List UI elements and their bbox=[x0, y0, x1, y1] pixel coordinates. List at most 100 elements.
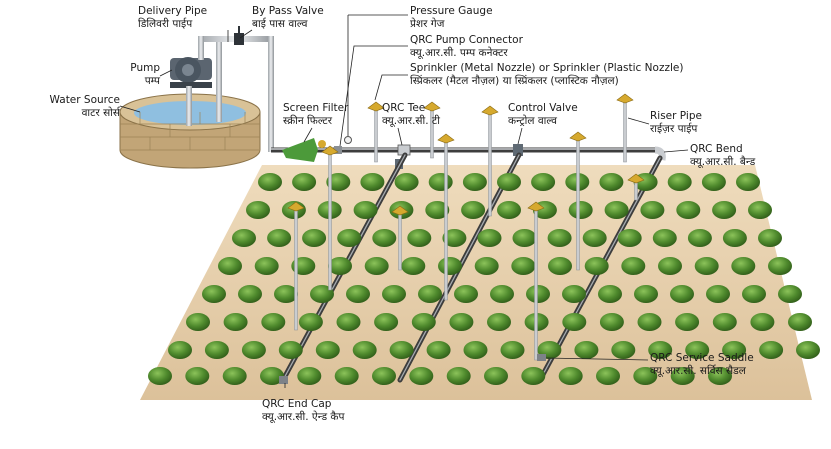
crop-bush bbox=[425, 201, 450, 219]
crop-bush bbox=[558, 367, 583, 385]
crop-bush bbox=[562, 285, 586, 303]
pressure-gauge-icon bbox=[344, 136, 352, 144]
crop-bush bbox=[604, 201, 629, 219]
crop-bush bbox=[260, 367, 284, 385]
crop-bush bbox=[298, 313, 323, 331]
crop-bush bbox=[461, 201, 486, 219]
qrc-service-saddle bbox=[537, 354, 546, 361]
sprinkler-head-icon bbox=[616, 93, 634, 104]
crop-bush bbox=[360, 173, 385, 191]
crop-bush bbox=[511, 257, 536, 275]
crop-bush bbox=[310, 285, 334, 303]
crop-bush bbox=[274, 285, 298, 303]
crop-bush bbox=[759, 341, 784, 359]
crop-bush bbox=[547, 229, 572, 247]
crop-bush bbox=[637, 313, 662, 331]
crop-bush bbox=[500, 341, 525, 359]
label-qrc-tee: QRC Tee क्यू.आर.सी. टी bbox=[382, 102, 440, 127]
crop-bush bbox=[722, 229, 747, 247]
crop-bush bbox=[337, 229, 362, 247]
crop-bush bbox=[474, 257, 499, 275]
crop-bush bbox=[712, 313, 737, 331]
label-water-source: Water Source वाटर सोर्स bbox=[49, 94, 120, 119]
label-screen-filter: Screen Filter स्क्रीन फिल्टर bbox=[283, 102, 349, 127]
crop-bush bbox=[611, 341, 636, 359]
crop-bush bbox=[186, 313, 210, 331]
crop-bush bbox=[401, 257, 426, 275]
crop-bush bbox=[640, 201, 665, 219]
label-bypass-valve: By Pass Valve बाई पास वाल्व bbox=[252, 5, 324, 30]
crop-bush bbox=[394, 173, 419, 191]
crop-bush bbox=[267, 229, 292, 247]
label-qrc-pump-connector: QRC Pump Connector क्यू.आर.सी. पम्प कनेक… bbox=[410, 34, 523, 59]
crop-bush bbox=[222, 367, 247, 385]
crop-bush bbox=[477, 229, 502, 247]
crop-bush bbox=[334, 367, 359, 385]
crop-bush bbox=[202, 285, 226, 303]
crop-bush bbox=[148, 367, 172, 385]
crop-bush bbox=[238, 285, 262, 303]
crop-bush bbox=[670, 285, 694, 303]
crop-bush bbox=[292, 173, 317, 191]
crop-bush bbox=[633, 367, 658, 385]
crop-bush bbox=[748, 201, 772, 219]
sprinkler-head-icon bbox=[627, 173, 645, 184]
crop-bush bbox=[562, 313, 587, 331]
crop-bush bbox=[670, 367, 695, 385]
crop-bush bbox=[411, 313, 436, 331]
crop-bush bbox=[204, 341, 229, 359]
crop-bush bbox=[526, 285, 550, 303]
sprinkler-head-icon bbox=[391, 205, 409, 216]
crop-bush bbox=[736, 173, 760, 191]
crop-bush bbox=[490, 285, 514, 303]
crop-bush bbox=[521, 367, 546, 385]
crop-bush bbox=[302, 229, 327, 247]
crop-bush bbox=[758, 229, 782, 247]
crop-bush bbox=[706, 285, 730, 303]
crop-bush bbox=[168, 341, 192, 359]
crop-bush bbox=[675, 313, 700, 331]
crop-bush bbox=[232, 229, 256, 247]
crop-bush bbox=[621, 257, 646, 275]
crop-bush bbox=[218, 257, 242, 275]
crop-bush bbox=[449, 313, 474, 331]
crop-bush bbox=[768, 257, 792, 275]
leader-lines bbox=[119, 14, 689, 388]
crop-bush bbox=[372, 229, 397, 247]
crop-bush bbox=[778, 285, 802, 303]
crop-bush bbox=[382, 285, 406, 303]
crop-bush bbox=[462, 173, 487, 191]
label-pressure-gauge: Pressure Gauge प्रेशर गेज bbox=[410, 5, 493, 30]
crop-bush bbox=[687, 229, 712, 247]
crop-bush bbox=[617, 229, 642, 247]
crop-bush bbox=[374, 313, 399, 331]
qrc-pump-connector bbox=[334, 146, 342, 154]
crop-bush bbox=[574, 341, 599, 359]
pump-icon bbox=[170, 57, 212, 126]
crop-bush bbox=[328, 257, 352, 275]
crop-bush bbox=[676, 201, 701, 219]
crop-bush bbox=[722, 341, 747, 359]
screen-filter-icon bbox=[282, 138, 326, 162]
crop-bush bbox=[685, 341, 710, 359]
crop-bush bbox=[497, 173, 521, 191]
crop-bush bbox=[326, 173, 351, 191]
crop-bush bbox=[315, 341, 340, 359]
crop-bush bbox=[278, 341, 303, 359]
crop-bush bbox=[352, 341, 377, 359]
crop-bush bbox=[634, 285, 658, 303]
crop-bush bbox=[336, 313, 361, 331]
label-qrc-end-cap: QRC End Cap क्यू.आर.सी. ऐन्ड कैप bbox=[262, 398, 345, 423]
sprinkler-head-icon bbox=[481, 105, 499, 116]
crop-bush bbox=[258, 173, 282, 191]
crop-bush bbox=[389, 341, 414, 359]
bypass-valve-icon bbox=[234, 26, 244, 45]
sprinkler-head-icon bbox=[287, 201, 305, 212]
crop-bush bbox=[742, 285, 766, 303]
crop-bush bbox=[241, 341, 266, 359]
crop-bush bbox=[297, 367, 322, 385]
crop-bush bbox=[731, 257, 756, 275]
crop-bush bbox=[596, 367, 620, 385]
sprinkler-head-icon bbox=[569, 131, 587, 142]
crop-bush bbox=[598, 285, 622, 303]
